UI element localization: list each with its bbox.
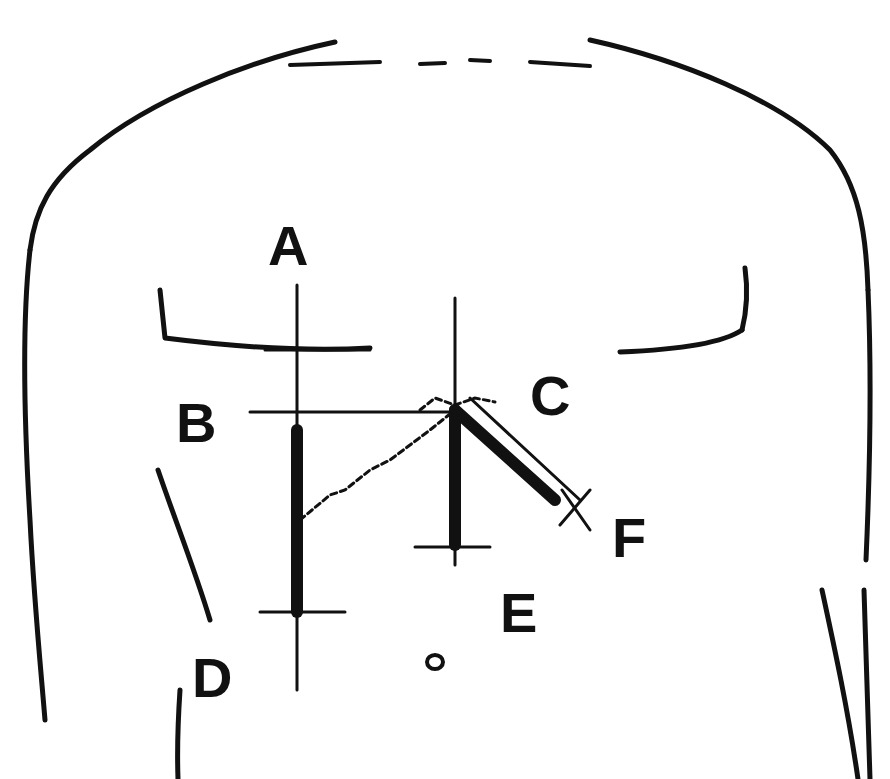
point-label: B	[176, 395, 216, 451]
point-label: F	[612, 510, 646, 566]
point-label: E	[500, 585, 537, 641]
point-label: A	[268, 218, 308, 274]
point-label: C	[530, 368, 570, 424]
point-label: D	[192, 650, 232, 706]
